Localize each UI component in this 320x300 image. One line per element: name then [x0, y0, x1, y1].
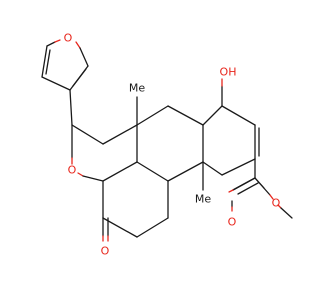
- bond: [102, 161, 138, 182]
- bond: [221, 105, 256, 126]
- bond: [54, 39, 61, 43]
- bond: [41, 76, 71, 91]
- bond: [79, 47, 89, 67]
- lactone-ring-oxygen-label: O: [68, 164, 77, 177]
- bond: [102, 217, 138, 238]
- lactone-carbonyl-oxygen-label: O: [101, 245, 110, 258]
- bond: [269, 194, 274, 200]
- oxygen-bonds: [46, 39, 293, 242]
- bond: [277, 204, 282, 209]
- bond: [221, 158, 256, 176]
- bond: [136, 161, 169, 182]
- bond: [167, 105, 204, 126]
- bond: [45, 49, 51, 75]
- bond: [237, 182, 259, 195]
- bond: [254, 177, 271, 196]
- bond: [228, 189, 234, 193]
- ester-carbonyl-oxygen-label: O: [228, 216, 237, 229]
- methyl-upper-label: Me: [129, 82, 145, 95]
- bond: [75, 41, 81, 49]
- ester-methoxy-oxygen-label: O: [272, 197, 281, 210]
- bond: [167, 161, 204, 182]
- bond: [69, 89, 73, 126]
- bond: [202, 105, 223, 126]
- bond: [71, 124, 104, 145]
- bond: [72, 68, 87, 87]
- bond: [102, 124, 138, 145]
- bond: [41, 45, 48, 78]
- bond: [232, 177, 256, 191]
- hydroxyl-label: OH: [220, 66, 237, 79]
- furan-oxygen-label: O: [64, 32, 73, 45]
- bond: [77, 172, 84, 177]
- chemical-structure-diagram: OH O O O O O Me Me: [41, 32, 293, 258]
- bond: [136, 105, 169, 126]
- bond: [202, 161, 223, 176]
- methyl-lower-label: Me: [195, 193, 211, 206]
- bond: [82, 175, 104, 182]
- bond: [280, 207, 293, 219]
- bond: [136, 217, 169, 238]
- atom-labels: OH O O O O O Me Me: [64, 32, 281, 258]
- bond: [46, 41, 56, 47]
